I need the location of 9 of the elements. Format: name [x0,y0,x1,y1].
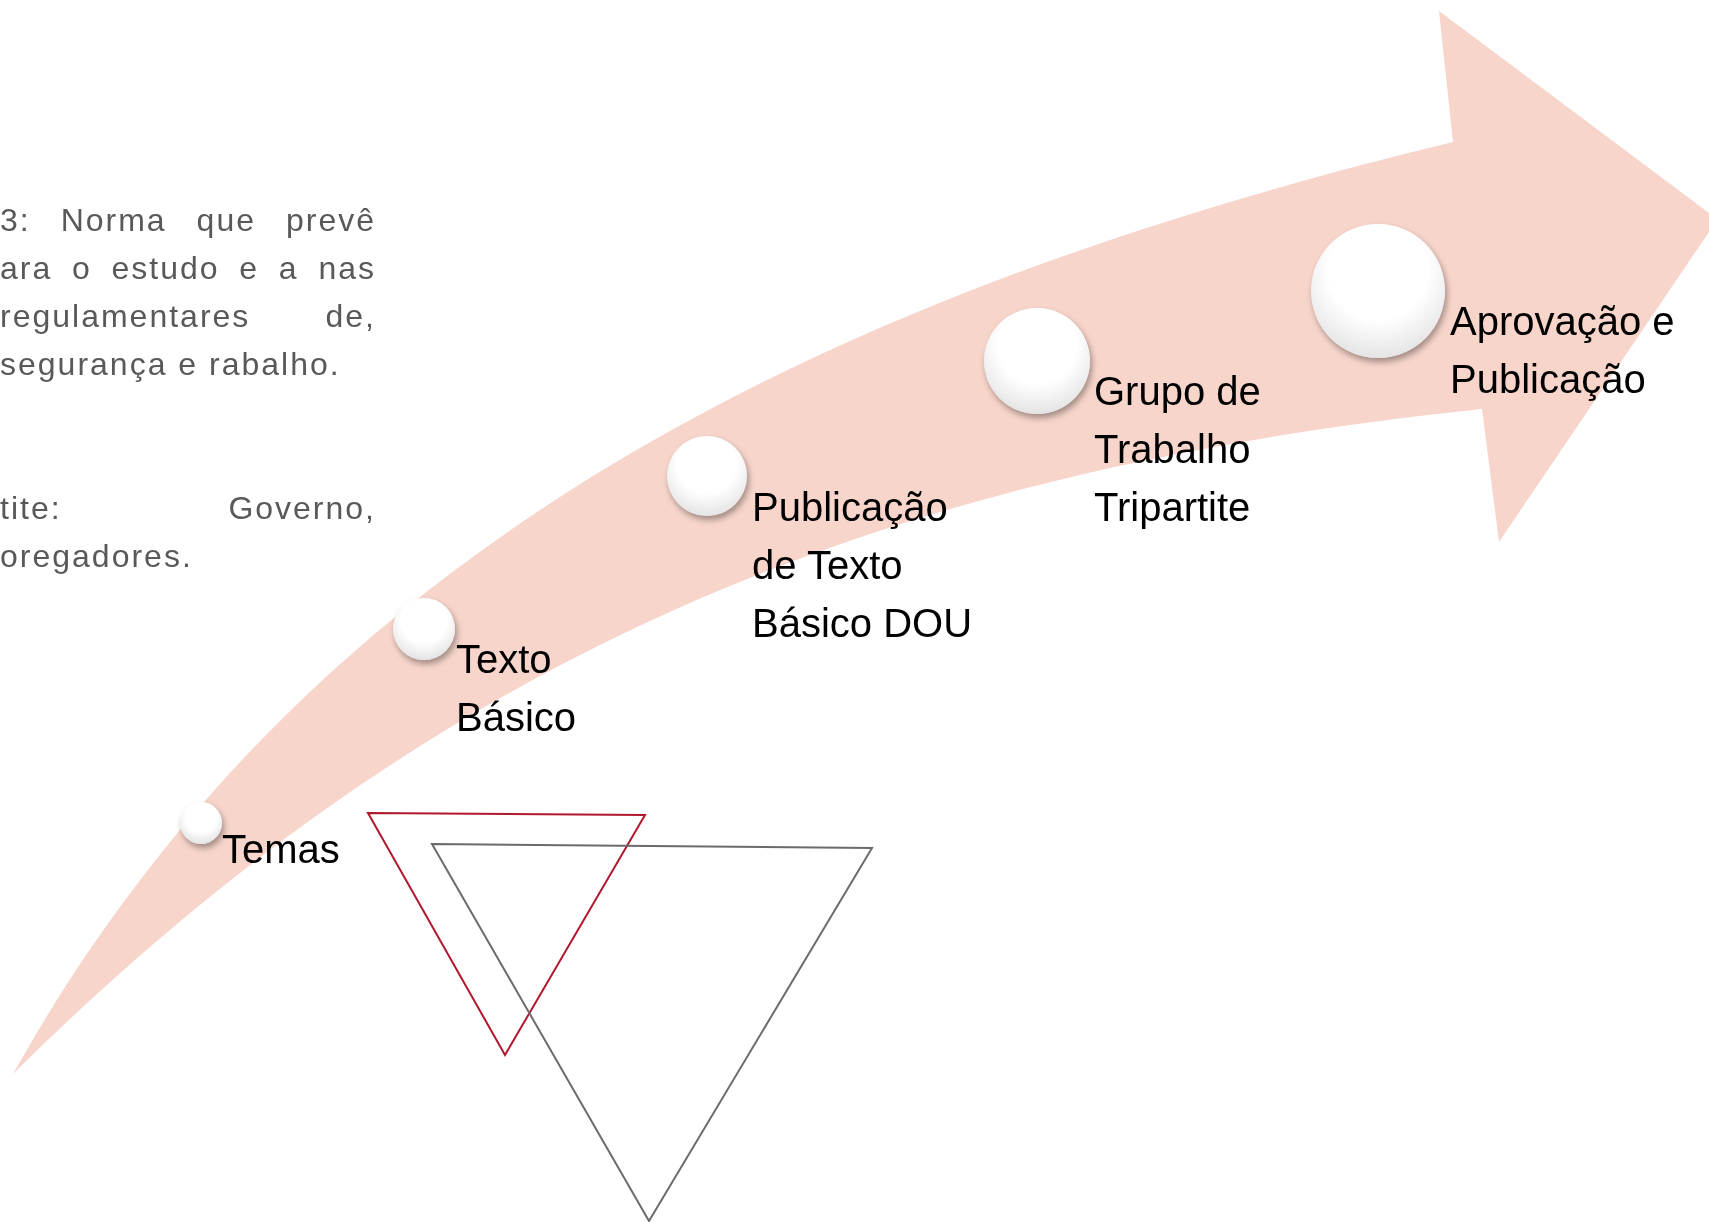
step-label: Aprovação e Publicação [1450,298,1676,403]
description-paragraph: tite: Governo, oregadores. [0,489,376,576]
triangle-outline [430,843,874,1222]
triangle-outline [366,812,647,1057]
description-paragraph: 3: Norma que prevê ara o estudo e a nas regulamentares de, segurança e rabalho. [0,201,376,384]
step-label: Texto Básico [456,636,578,741]
step-label: Temas [222,826,341,873]
step-label: Grupo de Trabalho Tripartite [1094,368,1262,531]
step-label: Publicação de Texto Básico DOU [752,484,974,647]
